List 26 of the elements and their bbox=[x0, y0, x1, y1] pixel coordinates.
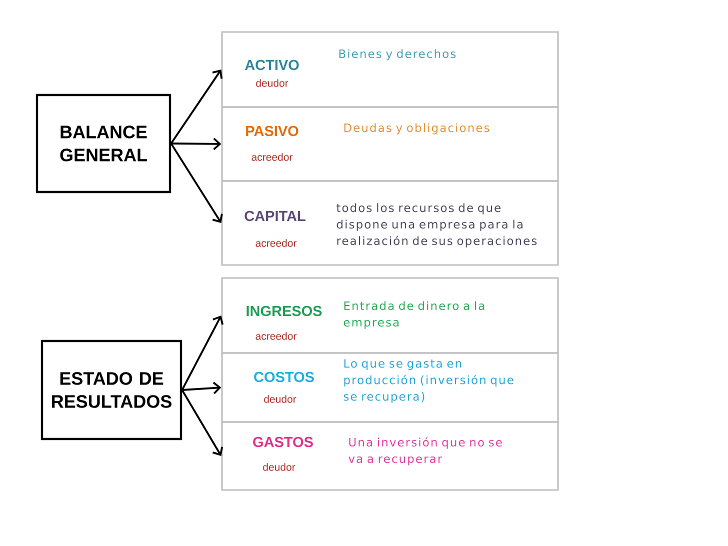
title-box: BALANCE GENERAL bbox=[36, 94, 172, 194]
definition-text: Bienes y derechos bbox=[339, 49, 456, 60]
definition-text: Una inversión que no se va a recuperar bbox=[348, 437, 502, 466]
category-name: ACTIVO bbox=[244, 60, 299, 70]
definition-text: Lo que se gasta en producción (inversión que se recupera) bbox=[344, 359, 514, 403]
title-box: ESTADO DE RESULTADOS bbox=[40, 340, 182, 440]
category-name: PASIVO bbox=[246, 126, 298, 136]
category-name: GASTOS bbox=[253, 436, 313, 448]
category-name: CAPITAL bbox=[244, 210, 306, 222]
account-nature: acreedor bbox=[256, 239, 297, 247]
account-nature: deudor bbox=[263, 463, 296, 471]
account-nature: acreedor bbox=[256, 332, 297, 340]
definition-text: Deudas y obligaciones bbox=[344, 123, 490, 134]
arrow bbox=[170, 70, 223, 144]
account-nature: acreedor bbox=[252, 153, 293, 161]
definition-text: todos los recursos de que dispone una empresa para la realización de sus operaciones bbox=[336, 203, 537, 248]
definition-text: Entrada de dinero a la empresa bbox=[344, 301, 484, 329]
arrow bbox=[181, 382, 222, 394]
arrow bbox=[181, 316, 224, 391]
category-name: INGRESOS bbox=[246, 306, 322, 316]
arrow bbox=[181, 389, 224, 456]
arrow bbox=[170, 138, 222, 150]
arrow bbox=[170, 142, 223, 223]
account-nature: deudor bbox=[264, 395, 296, 403]
account-nature: deudor bbox=[256, 79, 288, 87]
category-name: COSTOS bbox=[254, 372, 314, 382]
